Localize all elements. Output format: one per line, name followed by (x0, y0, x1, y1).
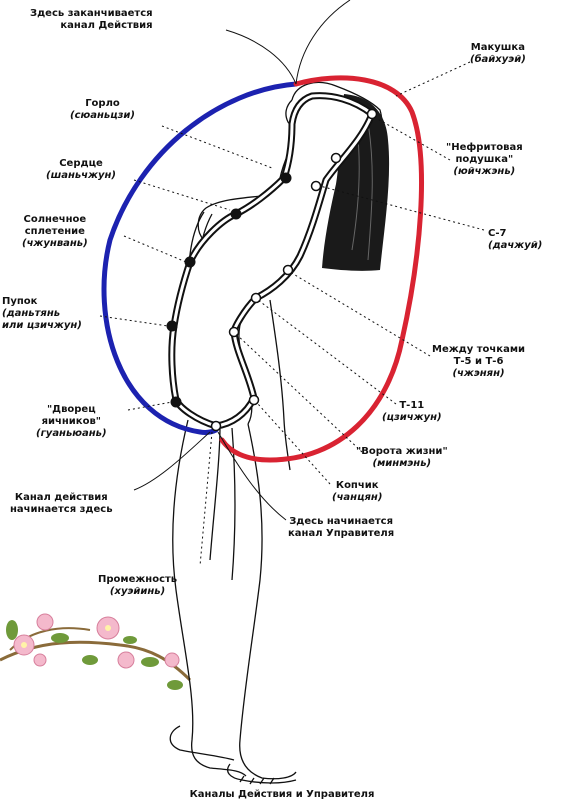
point-name: Т-5 и Т-6 (453, 356, 504, 367)
point-pinyin: (юйчжэнь) (453, 166, 516, 177)
point-name: "Ворота жизни" (356, 446, 448, 457)
point-name: яичников" (41, 416, 101, 427)
point-name: Горло (85, 98, 120, 109)
label-t11: Т-11 (цзичжун) (382, 400, 442, 424)
label-navel: Пупок (даньтянь или цзичжун) (2, 296, 82, 332)
point-life-gate (228, 326, 240, 338)
point-name: Макушка (470, 42, 525, 53)
function-channel-arc (101, 81, 299, 435)
point-pinyin: (хуэйинь) (109, 586, 166, 597)
point-pinyin: (чжэнян) (452, 368, 505, 379)
point-pinyin: (байхуэй) (470, 54, 526, 65)
label-text: начинается здесь (10, 504, 113, 515)
point-t5-t6 (282, 264, 294, 276)
point-pinyin: (даньтянь (2, 308, 61, 319)
label-perineum: Промежность (хуэйинь) (98, 574, 177, 598)
point-heart (280, 172, 292, 184)
point-t11 (250, 292, 262, 304)
label-t5-t6: Между точками Т-5 и Т-6 (чжэнян) (432, 344, 525, 380)
label-coccyx: Копчик (чанцян) (332, 480, 382, 504)
solid-leader-lines (133, 0, 351, 521)
point-pinyin: (чжунвань) (22, 238, 88, 249)
point-c7 (310, 180, 322, 192)
point-ovarian-palace (170, 396, 182, 408)
point-name: Копчик (335, 480, 379, 491)
blossom-branch-decoration (0, 613, 192, 690)
point-name: Сердце (59, 158, 103, 169)
label-life-gate: "Ворота жизни" (минмэнь) (356, 446, 448, 470)
point-name: С-7 (488, 228, 507, 239)
point-name: Между точками (432, 344, 526, 355)
point-perineum (210, 420, 222, 432)
label-function-channel-end: Здесь заканчивается канал Действия (30, 8, 153, 32)
point-name: Т-11 (399, 400, 425, 411)
leader-lines (99, 61, 485, 567)
label-crown: Макушка (байхуэй) (470, 42, 526, 66)
control-channel-arc (219, 75, 424, 463)
point-name: подушка" (455, 154, 514, 165)
point-name: сплетение (24, 226, 85, 237)
point-pinyin: (минмэнь) (372, 458, 432, 469)
label-jade-pillow: "Нефритовая подушка" (юйчжэнь) (446, 142, 523, 178)
point-name: Пупок (2, 296, 38, 307)
label-solar-plexus: Солнечное сплетение (чжунвань) (22, 214, 88, 250)
label-text: Канал действия (14, 492, 108, 503)
label-function-channel-start: Канал действия начинается здесь (10, 492, 113, 516)
point-pinyin: или цзичжун) (2, 320, 82, 331)
point-name: Промежность (98, 574, 178, 585)
point-name: "Нефритовая (446, 142, 523, 153)
point-name: "Дворец (46, 404, 96, 415)
label-text: канал Действия (60, 20, 153, 31)
label-heart: Сердце (шаньчжун) (46, 158, 116, 182)
label-text: Здесь заканчивается (30, 8, 153, 19)
point-pinyin: (дачжуй) (488, 240, 543, 251)
function-channel-points (166, 172, 292, 408)
control-channel-points (210, 108, 378, 432)
point-pinyin: (цзичжун) (382, 412, 442, 423)
point-navel (166, 320, 178, 332)
label-control-channel-start: Здесь начинается канал Управителя (288, 516, 394, 540)
point-pinyin: (сюаньцзи) (70, 110, 135, 121)
label-text: канал Управителя (288, 528, 395, 539)
label-text: Здесь начинается (289, 516, 393, 527)
point-pinyin: (гуаньюань) (36, 428, 107, 439)
label-ovarian-palace: "Дворец яичников" (гуаньюань) (36, 404, 107, 440)
label-c7: С-7 (дачжуй) (488, 228, 542, 252)
point-pinyin: (шаньчжун) (46, 170, 116, 181)
point-navel-front (184, 256, 196, 268)
point-solar-plexus (230, 208, 242, 220)
point-name: Солнечное (23, 214, 87, 225)
label-throat: Горло (сюаньцзи) (70, 98, 135, 122)
point-pinyin: (чанцян) (332, 492, 383, 503)
point-c7-upper (330, 152, 342, 164)
point-jade-pillow (366, 108, 378, 120)
figure-caption: Каналы Действия и Управителя (189, 789, 375, 800)
point-coccyx (248, 394, 260, 406)
